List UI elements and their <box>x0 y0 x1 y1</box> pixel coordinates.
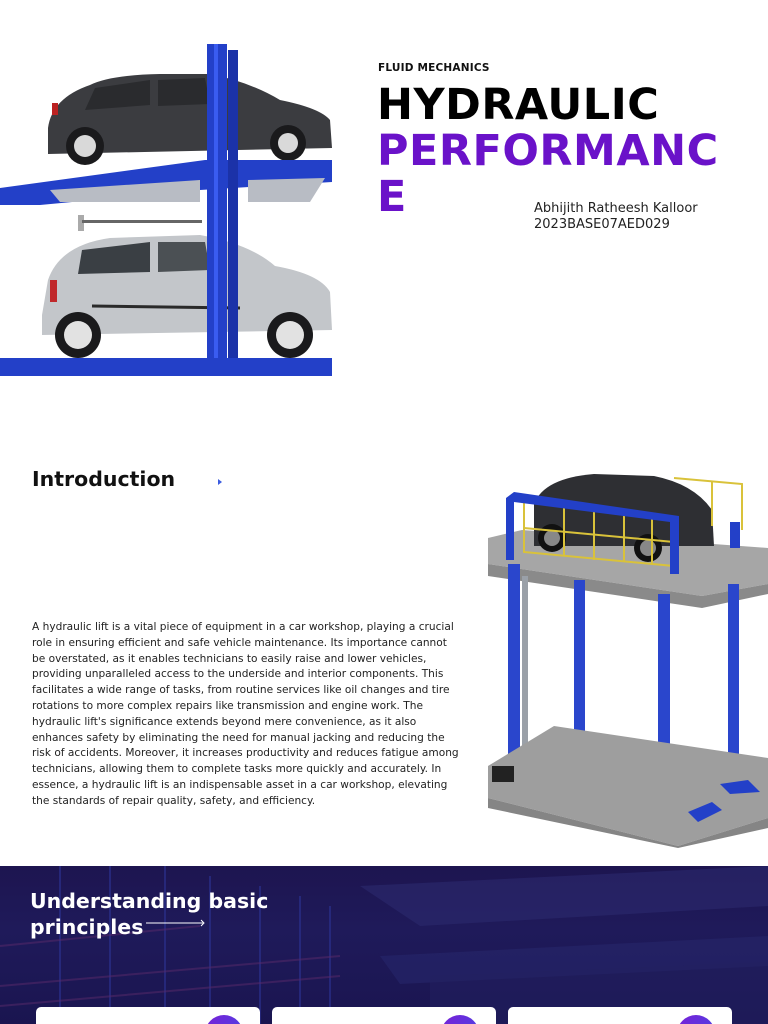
principles-section: Understanding basic principles <box>0 866 768 1024</box>
principle-card-1[interactable] <box>36 1007 260 1024</box>
circle-badge-icon <box>677 1015 715 1024</box>
subject-kicker: FLUID MECHANICS <box>378 62 490 74</box>
hero-car-lift-image <box>0 44 332 376</box>
principles-heading: Understanding basic principles <box>30 889 269 939</box>
title-line-1: HYDRAULIC <box>377 80 660 130</box>
title-line-2: PERFORMANCE <box>377 126 719 222</box>
author-block: Abhijith Ratheesh Kalloor 2023BASE07AED0… <box>534 201 698 233</box>
four-post-lift-image <box>488 474 768 848</box>
principle-card-2[interactable] <box>272 1007 496 1024</box>
circle-badge-icon <box>205 1015 243 1024</box>
principle-card-3[interactable] <box>508 1007 732 1024</box>
introduction-heading: Introduction <box>32 467 176 491</box>
circle-badge-icon <box>441 1015 479 1024</box>
arrow-right-icon <box>166 479 222 485</box>
arrow-right-icon <box>146 919 205 927</box>
author-name: Abhijith Ratheesh Kalloor <box>534 201 698 216</box>
author-id: 2023BASE07AED029 <box>534 217 670 232</box>
introduction-body: A hydraulic lift is a vital piece of equ… <box>32 621 459 807</box>
